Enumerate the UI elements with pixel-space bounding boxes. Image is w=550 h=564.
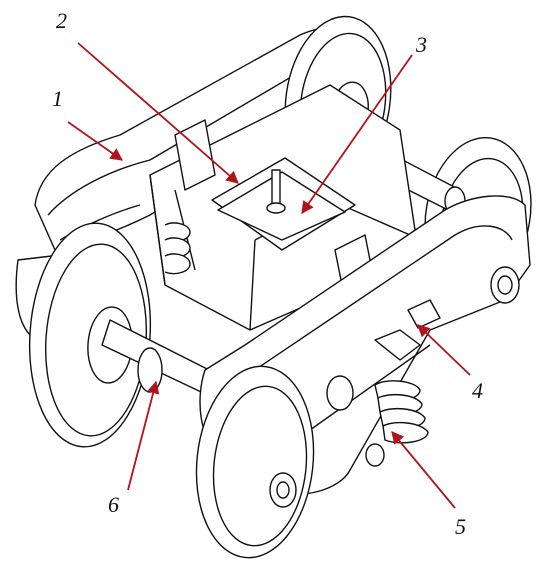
leader-line-3 bbox=[301, 54, 413, 215]
wheel-front-right bbox=[195, 365, 315, 559]
callout-label-5: 5 bbox=[455, 514, 466, 539]
callout-label-3: 3 bbox=[416, 32, 427, 57]
leader-line-5 bbox=[391, 431, 456, 509]
callout-label-4: 4 bbox=[472, 378, 483, 403]
callout-label-1: 1 bbox=[52, 86, 63, 111]
callout-label-6: 6 bbox=[108, 492, 119, 517]
friction-wedge bbox=[407, 299, 441, 329]
leader-line-1 bbox=[67, 121, 124, 161]
wheel-front-left bbox=[28, 222, 152, 448]
leader-line-6 bbox=[127, 380, 160, 491]
spring-set-left bbox=[164, 222, 191, 275]
leader-line-4 bbox=[417, 324, 471, 376]
center-plate bbox=[211, 157, 356, 251]
leader-line-2 bbox=[77, 42, 239, 184]
spring-set-right bbox=[374, 329, 429, 444]
callout-label-2: 2 bbox=[56, 8, 67, 33]
